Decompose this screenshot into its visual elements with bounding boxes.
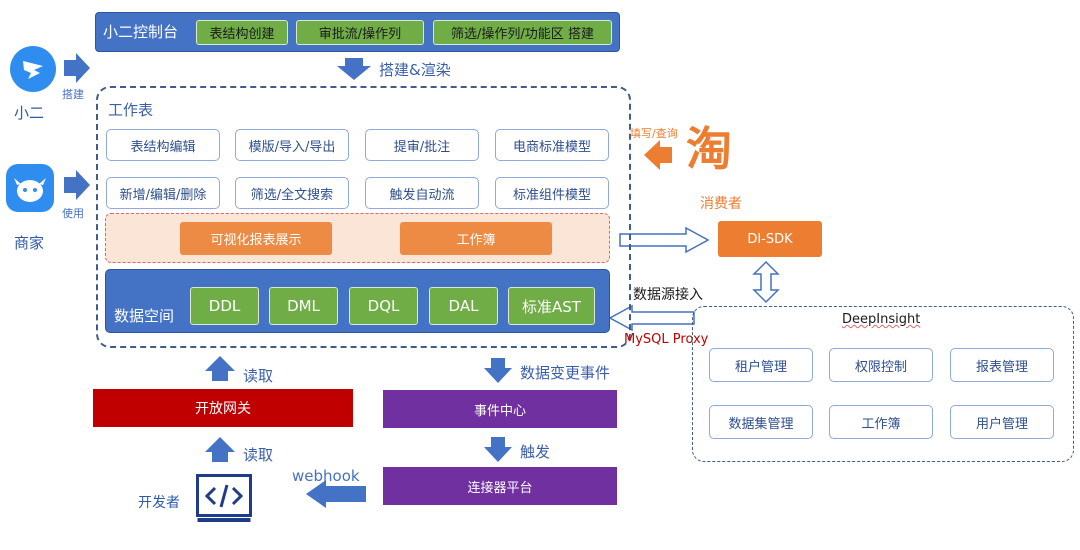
- event-center: 事件中心: [382, 389, 618, 429]
- xiaoer-action-label: 搭建: [62, 88, 84, 101]
- taobao-icon: 淘: [686, 122, 732, 176]
- qianniu-cow-icon: [6, 164, 54, 212]
- user-xiaoer-label: 小二: [14, 104, 45, 122]
- di-sdk-box: DI-SDK: [718, 221, 822, 257]
- module-report: 报表管理: [950, 348, 1054, 382]
- feature-crud: 新增/编辑/删除: [106, 177, 220, 209]
- build-render-label: 搭建&渲染: [379, 61, 451, 79]
- read-top-arrow: [205, 356, 235, 381]
- module-workbook: 工作簿: [829, 405, 933, 439]
- trigger-label: 触发: [520, 443, 551, 461]
- lang-standard-ast: 标准AST: [508, 287, 595, 325]
- feature-component-model: 标准组件模型: [495, 177, 609, 209]
- developer-label: 开发者: [138, 495, 180, 511]
- lang-dal: DAL: [429, 287, 498, 325]
- open-gateway: 开放网关: [92, 388, 354, 428]
- console-tag-filter: 筛选/操作列/功能区 搭建: [433, 20, 612, 45]
- data-space-label: 数据空间: [114, 307, 175, 325]
- to-disdk-arrow: [619, 226, 710, 254]
- console-title: 小二控制台: [103, 23, 179, 41]
- feature-review: 提审/批注: [365, 129, 479, 161]
- lang-dql: DQL: [349, 287, 418, 325]
- data-change-label: 数据变更事件: [520, 364, 611, 382]
- consumer-arrow: [644, 140, 672, 170]
- connector-platform: 连接器平台: [382, 466, 618, 506]
- module-tenant: 租户管理: [709, 348, 813, 382]
- feature-table-edit: 表结构编辑: [106, 129, 220, 161]
- module-permission: 权限控制: [829, 348, 933, 382]
- code-icon: [196, 474, 252, 524]
- user-merchant-label: 商家: [14, 234, 45, 252]
- visual-workbook: 工作簿: [400, 222, 552, 255]
- worksheet-container: [96, 86, 631, 348]
- feature-ecommerce-model: 电商标准模型: [495, 129, 609, 161]
- sdk-deep-arrow: [752, 260, 780, 304]
- dingtalk-icon: [10, 46, 56, 92]
- read-bottom-arrow: [205, 437, 235, 462]
- module-dataset: 数据集管理: [709, 405, 813, 439]
- consumer-label: 消费者: [700, 196, 742, 212]
- feature-auto-flow: 触发自动流: [365, 177, 479, 209]
- xiaoer-arrow: [64, 53, 90, 83]
- feature-template-io: 模版/导入/导出: [235, 129, 349, 161]
- read-bottom-label: 读取: [243, 446, 274, 464]
- datasource-in-label: 数据源接入: [633, 287, 703, 303]
- console-tag-approval: 审批流/操作列: [296, 20, 424, 45]
- proxy-arrow: [608, 304, 695, 332]
- fill-query-label: 填写/查询: [630, 127, 678, 140]
- merchant-action-label: 使用: [62, 207, 84, 220]
- lang-dml: DML: [269, 287, 338, 325]
- mysql-proxy-label: MySQL Proxy: [624, 332, 709, 347]
- lang-ddl: DDL: [190, 287, 259, 325]
- feature-search: 筛选/全文搜索: [235, 177, 349, 209]
- data-change-arrow: [484, 358, 512, 383]
- trigger-arrow: [484, 437, 512, 462]
- console-tag-table-create: 表结构创建: [196, 20, 288, 45]
- build-render-arrow: [337, 58, 371, 80]
- read-top-label: 读取: [243, 367, 274, 385]
- module-user: 用户管理: [950, 405, 1054, 439]
- visual-report: 可视化报表展示: [180, 222, 332, 255]
- webhook-label: webhook: [292, 467, 360, 485]
- webhook-arrow: [306, 480, 366, 508]
- deepinsight-container: [692, 306, 1074, 462]
- merchant-arrow: [64, 170, 90, 200]
- worksheet-title: 工作表: [108, 101, 154, 119]
- deepinsight-title: DeepInsight: [842, 312, 921, 327]
